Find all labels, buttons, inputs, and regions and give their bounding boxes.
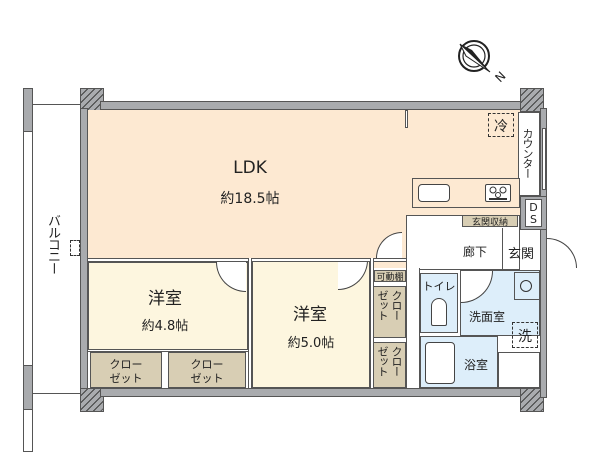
closet-1 xyxy=(90,352,162,388)
wall-closet-divider xyxy=(88,349,248,352)
closet2-line2: ゼット xyxy=(190,372,224,385)
wall-left xyxy=(80,108,88,408)
entrance-storage-label: 玄関収納 xyxy=(471,218,508,228)
western2-name: 洋室 xyxy=(293,305,327,325)
toilet-label: トイレ xyxy=(422,280,456,293)
washer-label: 洗 xyxy=(518,329,532,345)
bathroom-label: 浴室 xyxy=(463,358,488,372)
closet3-line2: ゼット xyxy=(376,290,389,320)
ldk-area: 約18.5帖 xyxy=(220,191,280,207)
toilet-icon xyxy=(431,298,447,326)
movable-shelf-label: 可動棚 xyxy=(376,273,404,283)
closet-2 xyxy=(168,352,246,388)
balcony-rail-top xyxy=(23,88,33,132)
washer-space xyxy=(512,322,538,348)
entrance-storage xyxy=(462,215,518,227)
closet-3 xyxy=(372,286,406,338)
balcony-line-top xyxy=(33,104,81,105)
north-arrow-icon xyxy=(458,40,491,73)
washroom-label: 洗面室 xyxy=(468,310,505,324)
balcony-line-bottom xyxy=(33,393,81,394)
closet1-line1: クロー xyxy=(109,358,143,371)
counter xyxy=(518,112,540,196)
movable-shelf xyxy=(374,270,406,282)
counter-window xyxy=(542,128,546,190)
closet4-line1: クロー xyxy=(390,346,403,376)
fridge xyxy=(488,113,514,137)
sink-icon xyxy=(418,184,450,202)
entrance-door[interactable] xyxy=(547,238,577,268)
closet1-line2: ゼット xyxy=(109,372,143,385)
outdoor-unit xyxy=(70,240,80,256)
hallway-label: 廊下 xyxy=(462,245,487,259)
utility-area xyxy=(498,352,540,388)
balcony-rail-bottom xyxy=(23,365,33,410)
closet2-line1: クロー xyxy=(190,358,224,371)
closet3-line1: クロー xyxy=(390,290,403,320)
closet4-line2: ゼット xyxy=(376,346,389,376)
western1-name: 洋室 xyxy=(148,289,182,309)
wall-corner-tr xyxy=(520,88,544,112)
wall-ldk-bottom xyxy=(88,258,406,262)
compass: N xyxy=(452,34,509,85)
wall-right xyxy=(540,108,547,398)
western1-area: 約4.8帖 xyxy=(141,319,189,334)
wall-bottom xyxy=(100,388,528,397)
western2-area: 約5.0帖 xyxy=(287,336,335,351)
bathtub-icon xyxy=(425,342,455,384)
balcony-label: バルコニー xyxy=(45,214,60,274)
ds-box xyxy=(525,199,542,227)
wall-top xyxy=(100,101,528,110)
counter-label: カウンター xyxy=(521,128,534,178)
fridge-label: 冷 xyxy=(494,119,508,135)
ds-label: DS xyxy=(527,201,540,225)
entrance-label: 玄関 xyxy=(507,247,534,262)
entrance-divider xyxy=(502,228,503,270)
ldk-column xyxy=(405,110,408,128)
ldk-name: LDK xyxy=(233,158,267,178)
washbasin-icon xyxy=(520,280,532,292)
wall-wet-left xyxy=(406,268,420,388)
wall-west2-right xyxy=(370,258,374,388)
washbasin xyxy=(514,272,540,300)
wall-west-divider xyxy=(248,258,252,388)
stove-icon xyxy=(485,184,511,202)
